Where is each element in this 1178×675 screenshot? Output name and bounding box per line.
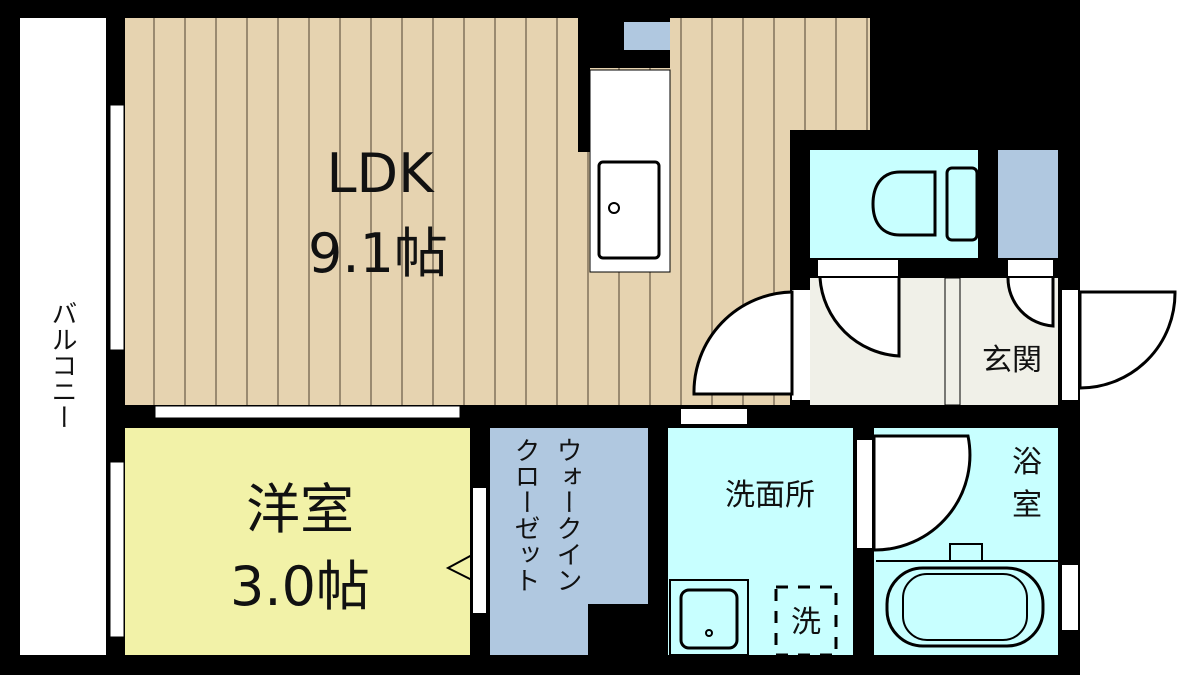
bathroom-label-2: 室 — [1012, 488, 1042, 523]
toilet-door-icon[interactable] — [818, 277, 901, 358]
hallway: 玄関 — [692, 277, 1058, 406]
ldk-window — [109, 104, 125, 351]
washroom-label: 洗面所 — [725, 478, 815, 513]
ldk-door-icon[interactable] — [692, 290, 794, 396]
closet-door[interactable] — [473, 488, 486, 613]
room-western: 洋室 3.0帖 — [109, 428, 486, 655]
balcony: バルコニー — [0, 0, 110, 675]
room-ldk: LDK 9.1帖 — [109, 18, 870, 419]
washroom: 洗面所 洗 — [668, 409, 853, 657]
bath-door-icon[interactable] — [872, 434, 972, 552]
ldk-size: 9.1帖 — [308, 222, 448, 285]
ldk-label: LDK — [326, 142, 435, 205]
walk-in-closet: ウォークイン クローゼット — [490, 428, 648, 655]
balcony-label: バルコニー — [47, 300, 77, 430]
western-room-size: 3.0帖 — [230, 555, 370, 618]
toilet-bowl-icon — [871, 170, 937, 237]
western-window — [109, 461, 125, 638]
entrance-label: 玄関 — [982, 343, 1042, 378]
bathroom: 浴 室 — [857, 428, 1078, 655]
front-door[interactable] — [1062, 290, 1177, 400]
bathtub-inner — [902, 573, 1028, 641]
closet-label-line2: クローゼット — [510, 437, 540, 593]
ldk-partition-door — [154, 405, 461, 419]
washbasin-bowl — [679, 588, 739, 650]
room-toilet — [810, 150, 979, 276]
bathroom-label-1: 浴 — [1012, 445, 1042, 480]
western-room-label: 洋室 — [246, 478, 354, 541]
sink-drain — [608, 202, 620, 214]
front-door-icon[interactable] — [1078, 290, 1177, 390]
kitchen-sink — [597, 160, 661, 260]
closet-door-arrow-icon — [445, 554, 473, 581]
washer-mark: 洗 — [791, 605, 821, 640]
toilet-tank-icon — [945, 166, 979, 242]
shoe-storage — [998, 150, 1058, 258]
fridge-space — [624, 22, 670, 50]
storage-door-icon[interactable] — [1006, 277, 1055, 328]
closet-label-line1: ウォークイン — [552, 437, 582, 593]
bath-window — [1062, 565, 1078, 630]
